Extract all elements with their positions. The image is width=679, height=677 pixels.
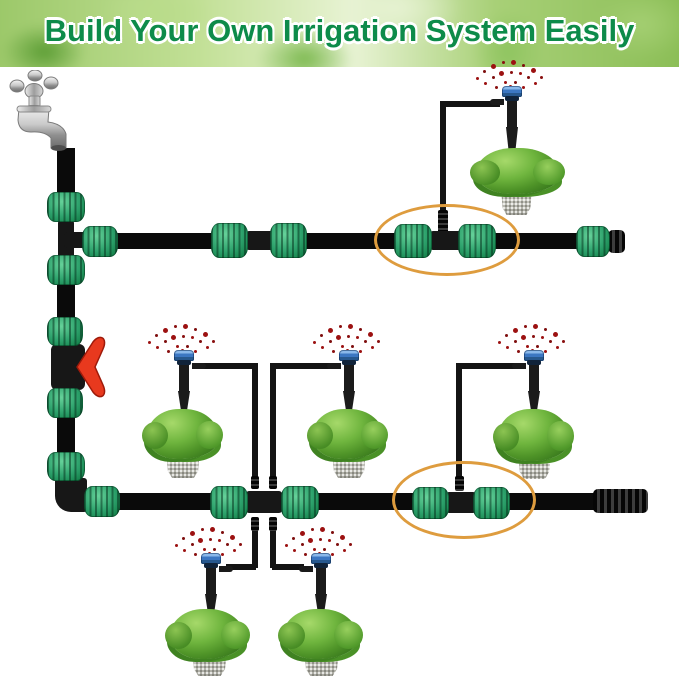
pipe-faucet-drop — [57, 148, 75, 194]
manifold-barb-up-1 — [251, 476, 259, 489]
highlight-ring-top — [374, 204, 520, 276]
tube-mid2-horizontal — [276, 363, 332, 369]
sprinkler-body — [206, 568, 216, 594]
pipe-top-1 — [115, 233, 212, 249]
plant-foliage-bottom-2 — [277, 609, 363, 659]
tube-bot1-horizontal — [226, 564, 256, 570]
elbow-body — [55, 478, 87, 512]
sprinkler-collar — [314, 563, 328, 568]
tube-mid1-vertical — [252, 363, 258, 479]
grass-blur-background — [0, 0, 679, 67]
coupling-top-nut-left — [211, 223, 248, 258]
sprinkler-cap — [174, 350, 194, 361]
sprinkler-body — [529, 365, 539, 391]
page-title: Build Your Own Irrigation System Easily — [44, 13, 635, 48]
sprinkler-body — [316, 568, 326, 594]
elbow-nut-top — [47, 452, 85, 481]
sprinkler-body — [179, 365, 189, 391]
sprinkler-collar — [505, 96, 519, 101]
sprinkler-barb — [192, 363, 206, 369]
tee1-nut-right — [82, 226, 118, 257]
coupling-top-nut-right — [270, 223, 307, 258]
faucet-icon — [9, 70, 67, 151]
pipe-left-1 — [57, 284, 75, 320]
pipe-left-2 — [57, 416, 75, 456]
coupling-top-body — [246, 231, 274, 250]
plant-foliage-mid-2 — [306, 409, 389, 459]
sprinkler-body — [344, 365, 354, 391]
sprinkler-cap — [311, 553, 331, 564]
sprinkler-barb — [512, 363, 526, 369]
hose-end-fitting-nut — [576, 226, 610, 257]
tube-mid2-vertical — [270, 363, 276, 479]
manifold-barb-down-1 — [251, 517, 259, 531]
manifold-nut-right — [281, 486, 319, 519]
sprinkler-barb — [327, 363, 341, 369]
sprinkler-collar — [527, 360, 541, 365]
sprinkler-cap — [524, 350, 544, 361]
manifold-barb-up-2 — [269, 476, 277, 489]
plant-foliage-bottom-1 — [164, 609, 250, 659]
sprinkler-body — [507, 101, 517, 127]
sprinkler-barb — [490, 99, 504, 105]
pipe-bottom-2 — [311, 493, 413, 510]
sprinkler-collar — [342, 360, 356, 365]
plant-foliage-mid-1 — [141, 409, 224, 459]
manifold-barb-down-2 — [269, 517, 277, 531]
elbow-nut-right — [84, 486, 120, 517]
sprinkler-barb — [299, 566, 313, 572]
tube-bot1-vertical — [252, 526, 258, 568]
tube-bot2-vertical — [270, 526, 276, 568]
end-plug — [593, 489, 648, 513]
tee1-nut-bottom — [47, 255, 85, 285]
tube-bot2-horizontal — [272, 564, 304, 570]
sprinkler-barb — [219, 566, 233, 572]
pipe-bottom-1 — [116, 493, 212, 510]
header-banner: Build Your Own Irrigation System Easily — [0, 0, 679, 67]
tube-mid3-horizontal — [462, 363, 518, 369]
sprinkler-cap — [201, 553, 221, 564]
tube-mid1-horizontal — [198, 363, 254, 369]
sprinkler-collar — [177, 360, 191, 365]
highlight-ring-bottom — [392, 461, 536, 539]
valve-red-handle — [76, 336, 106, 398]
sprinkler-cap — [339, 350, 359, 361]
manifold-nut-left — [210, 486, 248, 519]
sprinkler-collar — [204, 563, 218, 568]
sprinkler-cap — [502, 86, 522, 97]
manifold-body — [246, 491, 282, 513]
tube-top-horizontal — [440, 101, 500, 107]
tee1-nut-top — [47, 192, 85, 222]
tube-top-vertical — [440, 101, 446, 213]
plant-foliage-mid-3 — [492, 409, 575, 461]
tee1-arm — [64, 232, 86, 248]
valve-nut-top — [47, 317, 83, 346]
tube-mid3-vertical — [456, 363, 462, 479]
plant-foliage-top — [470, 148, 566, 194]
valve-nut-bottom — [47, 388, 83, 418]
hose-end-fitting-tip — [608, 230, 625, 253]
